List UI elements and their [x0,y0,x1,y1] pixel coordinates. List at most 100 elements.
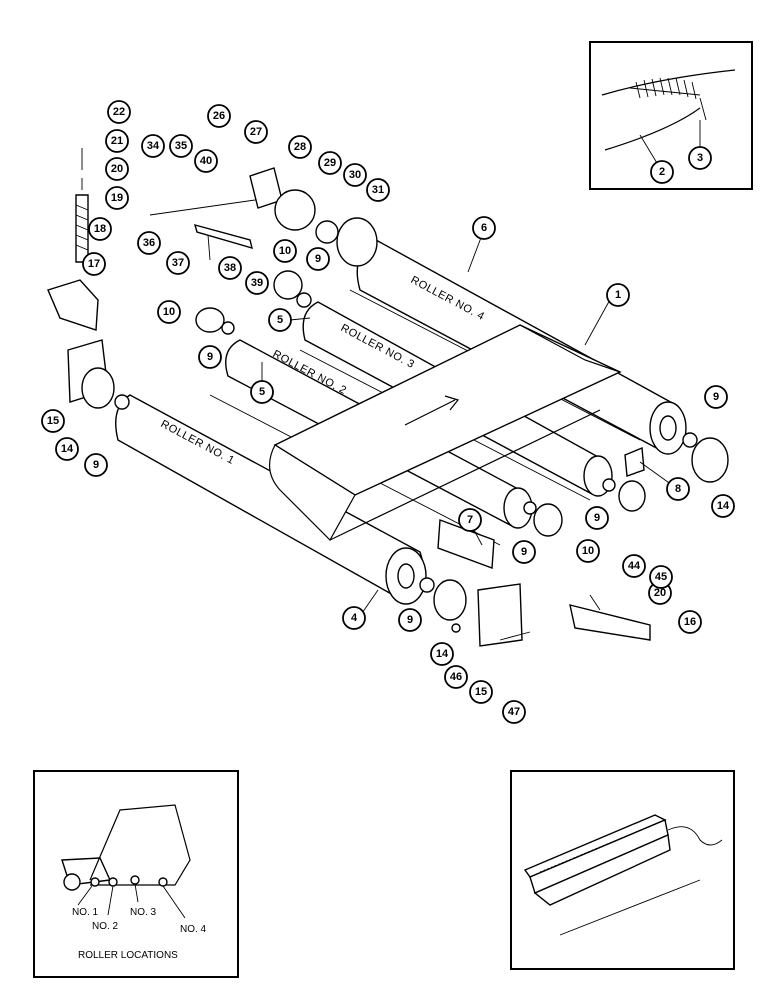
callout-4: 4 [342,589,379,630]
callout-18: 18 [88,217,112,241]
callout-10c: 10 [576,539,600,563]
bearing-9-mid [221,321,235,335]
callout-38: 38 [218,256,242,280]
callout-2: 2 [639,134,674,184]
wheel-14-right [691,437,729,483]
lacing-pins [629,77,701,100]
bearing-9-top [296,292,312,308]
svg-text:20: 20 [654,587,666,599]
svg-text:35: 35 [175,140,187,152]
callout-34: 34 [141,134,165,158]
svg-text:18: 18 [94,223,106,235]
svg-text:10: 10 [279,245,291,257]
callout-3: 3 [688,120,712,170]
svg-text:27: 27 [250,126,262,138]
svg-text:14: 14 [436,648,449,660]
callout-17: 17 [82,252,106,276]
bearing-9-center [523,501,537,515]
wheel-14-front [433,579,467,621]
callout-36: 36 [137,231,161,255]
inset-caption: ROLLER LOCATIONS [78,950,178,961]
bearing-9-left [114,394,130,410]
callout-9d: 9 [704,385,728,409]
tool-41-inset [510,770,735,970]
svg-text:9: 9 [521,546,527,558]
bearing-10-top [273,270,303,300]
callout-19: 19 [105,186,129,210]
callout-30: 30 [343,163,367,187]
label-no-4: NO. 4 [180,924,207,935]
svg-text:39: 39 [251,277,263,289]
svg-text:37: 37 [172,257,184,269]
callout-27: 27 [244,120,268,144]
svg-text:10: 10 [582,545,594,557]
callout-9a: 9 [306,247,330,271]
svg-text:15: 15 [475,686,487,698]
svg-text:15: 15 [47,415,59,427]
svg-text:14: 14 [717,500,730,512]
bracket-16 [569,604,651,641]
flange-31 [336,217,378,267]
svg-text:9: 9 [713,391,719,403]
callout-26: 26 [207,104,231,128]
arm-38 [193,223,253,250]
svg-text:3: 3 [697,152,703,164]
bearing-9-right-2 [602,478,616,492]
bearing-10-center [533,503,563,537]
callout-9e: 9 [585,506,609,530]
roller-locations-inset: NO. 1 NO. 2 NO. 3 NO. 4 ROLLER LOCATIONS [33,770,239,978]
spring [75,194,89,263]
bracket-8 [624,446,645,477]
svg-text:9: 9 [207,351,213,363]
svg-text:47: 47 [508,706,520,718]
svg-text:45: 45 [655,571,667,583]
svg-text:22: 22 [113,106,125,118]
svg-text:9: 9 [407,614,413,626]
location-no-2 [108,877,118,887]
callout-45: 45 [649,565,673,589]
callout-14c: 14 [430,642,454,666]
svg-text:7: 7 [467,514,473,526]
belt-edge-line [601,69,736,96]
location-no-1 [90,877,100,887]
svg-text:34: 34 [147,140,160,152]
svg-text:6: 6 [481,222,487,234]
callout-5b: 5 [250,362,274,404]
svg-text:44: 44 [628,560,641,572]
main-assembly: ROLLER NO. 4 ROLLER NO. 3 ROLLER NO. 2 R… [41,100,735,827]
callout-10b: 10 [157,300,181,324]
svg-text:5: 5 [277,314,283,326]
svg-text:5: 5 [259,386,265,398]
bearing-10-left [195,307,225,333]
svg-text:9: 9 [315,253,321,265]
svg-text:16: 16 [684,616,696,628]
callout-9f: 9 [512,540,536,564]
callout-40: 40 [194,149,218,173]
svg-text:4: 4 [351,612,358,624]
callout-39: 39 [245,271,269,295]
callout-1: 1 [584,283,630,346]
callout-14a: 14 [55,437,79,461]
location-no-3 [130,875,140,885]
svg-text:46: 46 [450,671,462,683]
callouts: 1 2 3 4 5 5 6 7 8 9 9 9 9 9 9 9 10 10 10… [41,100,735,827]
callout-22: 22 [107,100,131,124]
bearing-9-front [419,577,435,593]
callout-29: 29 [318,151,342,175]
svg-text:8: 8 [675,483,681,495]
callout-44: 44 [622,554,646,578]
svg-text:21: 21 [111,135,123,147]
svg-text:28: 28 [294,141,306,153]
callout-20a: 20 [105,157,129,181]
lacing-pin-leader [699,97,707,121]
bearing-9-right [682,432,698,448]
callout-9c: 9 [84,453,108,477]
bearing-30 [315,220,339,244]
svg-text:31: 31 [372,184,384,196]
svg-text:2: 2 [659,166,665,178]
callout-28: 28 [288,135,312,159]
label-no-3: NO. 3 [130,907,157,918]
tensioner-assembly [47,148,378,410]
svg-text:19: 19 [111,192,123,204]
